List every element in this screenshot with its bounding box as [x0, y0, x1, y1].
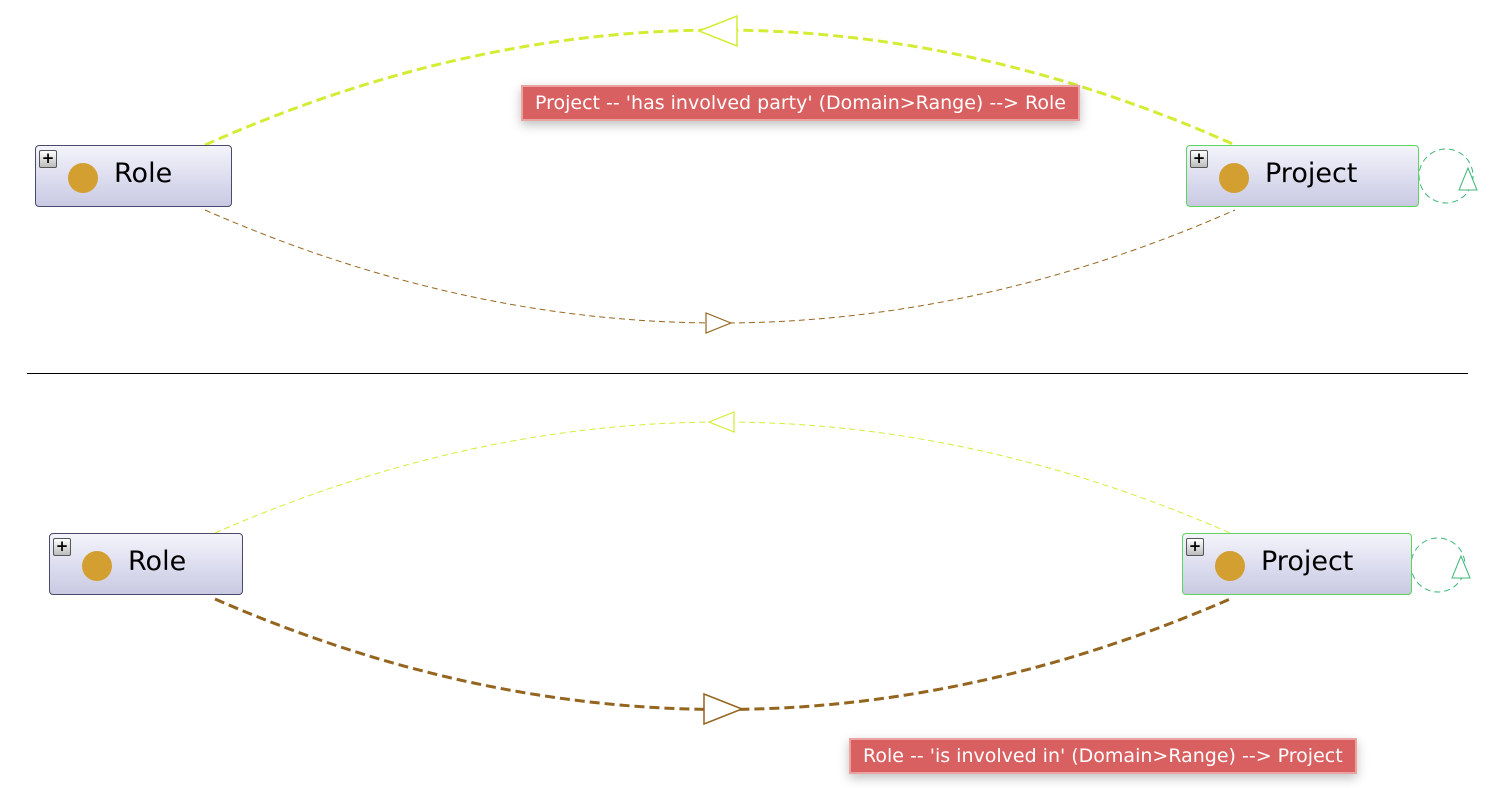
panel-divider: [27, 373, 1468, 374]
arrowhead-icon: [1458, 166, 1478, 191]
node-label: Role: [128, 546, 187, 577]
node-label: Project: [1265, 158, 1358, 189]
edge-has-involved-party-bottom[interactable]: [214, 411, 1231, 534]
class-dot-icon: [1219, 163, 1249, 193]
expand-icon[interactable]: +: [1190, 150, 1208, 168]
arrowhead-icon: [707, 411, 735, 433]
class-dot-icon: [82, 551, 112, 581]
node-label: Role: [114, 158, 173, 189]
edge-has-involved-party-top[interactable]: [204, 14, 1236, 147]
edge-tooltip-top: Project -- 'has involved party' (Domain>…: [521, 85, 1080, 121]
class-dot-icon: [68, 163, 98, 193]
arrowhead-icon: [703, 692, 745, 726]
edge-tooltip-bottom: Role -- 'is involved in' (Domain>Range) …: [849, 738, 1357, 774]
arrowhead-icon: [705, 312, 733, 334]
expand-icon[interactable]: +: [39, 150, 57, 168]
node-project-bottom[interactable]: + Project: [1182, 533, 1412, 595]
edge-is-involved-in-top[interactable]: [204, 209, 1236, 334]
arrowhead-icon: [696, 14, 738, 48]
node-role-top[interactable]: + Role: [35, 145, 232, 207]
self-loop-bottom[interactable]: [1410, 537, 1471, 593]
expand-icon[interactable]: +: [1186, 538, 1204, 556]
node-label: Project: [1261, 546, 1354, 577]
node-role-bottom[interactable]: + Role: [49, 533, 243, 595]
edge-is-involved-in-bottom[interactable]: [214, 597, 1231, 726]
arrowhead-icon: [1451, 554, 1471, 579]
class-dot-icon: [1215, 551, 1245, 581]
node-project-top[interactable]: + Project: [1186, 145, 1419, 207]
self-loop-top[interactable]: [1418, 148, 1478, 204]
expand-icon[interactable]: +: [53, 538, 71, 556]
